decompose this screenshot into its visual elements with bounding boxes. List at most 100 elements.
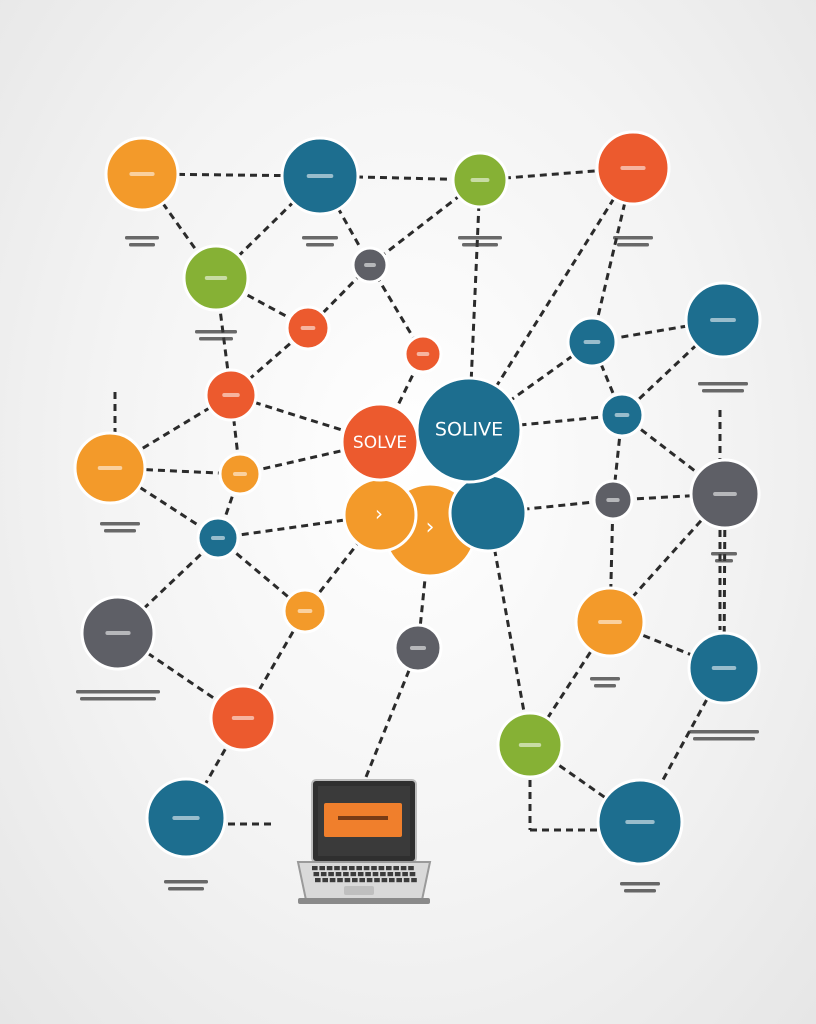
- caption-text-mark: [104, 529, 136, 533]
- keyboard-key: [349, 866, 355, 871]
- caption-layer: [76, 236, 759, 893]
- caption-text-mark: [125, 236, 159, 240]
- keyboard-key: [402, 872, 408, 877]
- center-node-teal[interactable]: [448, 473, 528, 553]
- connector-line: [487, 498, 614, 515]
- node-glyph-mark: [606, 498, 620, 502]
- keyboard-key: [359, 878, 365, 883]
- keyboard-key: [396, 878, 402, 883]
- connector-line: [109, 466, 219, 540]
- keyboard-key: [344, 878, 351, 883]
- keyboard-key: [393, 866, 399, 871]
- keyboard-key: [319, 866, 325, 871]
- caption-text-mark: [80, 697, 156, 701]
- node-glyph-mark: [300, 326, 316, 330]
- caption-text-mark: [195, 330, 237, 334]
- caption-text-mark: [306, 243, 334, 247]
- keyboard-key: [328, 872, 334, 877]
- connector-line: [468, 413, 623, 432]
- keyboard-key: [366, 878, 373, 883]
- node-glyph-mark: [97, 466, 123, 470]
- keyboard-key: [343, 872, 349, 877]
- keyboard-key: [341, 866, 348, 871]
- keyboard-key: [409, 872, 416, 877]
- node-glyph-mark: [713, 492, 737, 496]
- keyboard-key: [357, 872, 364, 877]
- keyboard-key: [381, 878, 388, 883]
- keyboard-key: [329, 878, 336, 883]
- node-glyph-mark: [231, 716, 255, 720]
- node-glyph-mark: [614, 413, 630, 417]
- keyboard-key: [350, 872, 357, 877]
- laptop-screen-text-mark: [338, 816, 388, 820]
- keyboard-key: [389, 878, 395, 883]
- keyboard-key: [334, 866, 340, 871]
- keyboard-key: [386, 866, 392, 871]
- caption-text-mark: [617, 243, 649, 247]
- node-glyph-mark: [710, 318, 736, 322]
- connector-line: [109, 466, 241, 476]
- caption-text-mark: [458, 236, 502, 240]
- keyboard-key: [372, 872, 379, 877]
- keyboard-key: [313, 872, 320, 877]
- node-glyph-mark: [306, 174, 334, 178]
- caption-text-mark: [164, 880, 208, 884]
- keyboard-key: [337, 878, 343, 883]
- caption-text-mark: [76, 690, 160, 694]
- caption-text-mark: [100, 522, 140, 526]
- node-glyph-mark: [222, 393, 240, 397]
- node-glyph-mark: [409, 646, 427, 650]
- keyboard-key: [378, 866, 385, 871]
- connector-line: [140, 173, 218, 279]
- keyboard-key: [315, 878, 321, 883]
- caption-text-mark: [613, 236, 653, 240]
- node-glyph-mark: [204, 276, 228, 280]
- caption-text-mark: [302, 236, 338, 240]
- node-glyph-mark: [583, 340, 601, 344]
- caption-text-mark: [693, 737, 755, 741]
- keyboard-key: [371, 866, 377, 871]
- node-glyph-mark: [711, 666, 737, 670]
- keyboard-key: [365, 872, 371, 877]
- keyboard-key: [320, 872, 327, 877]
- center-arrow-right: ›: [426, 515, 435, 540]
- caption-text-mark: [199, 337, 233, 341]
- caption-text-mark: [620, 882, 660, 886]
- node-glyph-mark: [625, 820, 655, 824]
- caption-text-mark: [168, 887, 204, 891]
- center-arrow-left: ›: [375, 502, 383, 526]
- center-cluster: SOLVE SOLIVE › ›: [340, 376, 528, 578]
- keyboard-key: [380, 872, 386, 877]
- keyboard-key: [312, 866, 318, 871]
- caption-text-mark: [594, 684, 616, 688]
- node-glyph-mark: [129, 172, 155, 176]
- node-glyph-mark: [518, 743, 542, 747]
- caption-text-mark: [711, 552, 737, 556]
- node-glyph-mark: [211, 536, 225, 540]
- node-layer: [73, 130, 762, 866]
- node-glyph-mark: [233, 472, 247, 476]
- caption-text-mark: [715, 559, 733, 563]
- keyboard-key: [356, 866, 362, 871]
- node-glyph-mark: [620, 166, 646, 170]
- caption-text-mark: [698, 382, 748, 386]
- keyboard-key: [322, 878, 328, 883]
- center-label-solive: SOLIVE: [435, 419, 503, 441]
- keyboard-key: [394, 872, 401, 877]
- laptop-keyboard: [312, 866, 417, 883]
- keyboard-key: [408, 866, 414, 871]
- keyboard-key: [352, 878, 358, 883]
- caption-text-mark: [689, 730, 759, 734]
- center-node-solive[interactable]: [415, 376, 523, 484]
- caption-text-mark: [702, 389, 744, 393]
- keyboard-key: [400, 866, 407, 871]
- connector-line: [241, 610, 307, 719]
- center-label-solve: SOLVE: [353, 433, 407, 453]
- node-glyph-mark: [105, 631, 131, 635]
- keyboard-key: [374, 878, 380, 883]
- keyboard-key: [403, 878, 410, 883]
- node-glyph-mark: [470, 178, 490, 182]
- caption-text-mark: [590, 677, 620, 681]
